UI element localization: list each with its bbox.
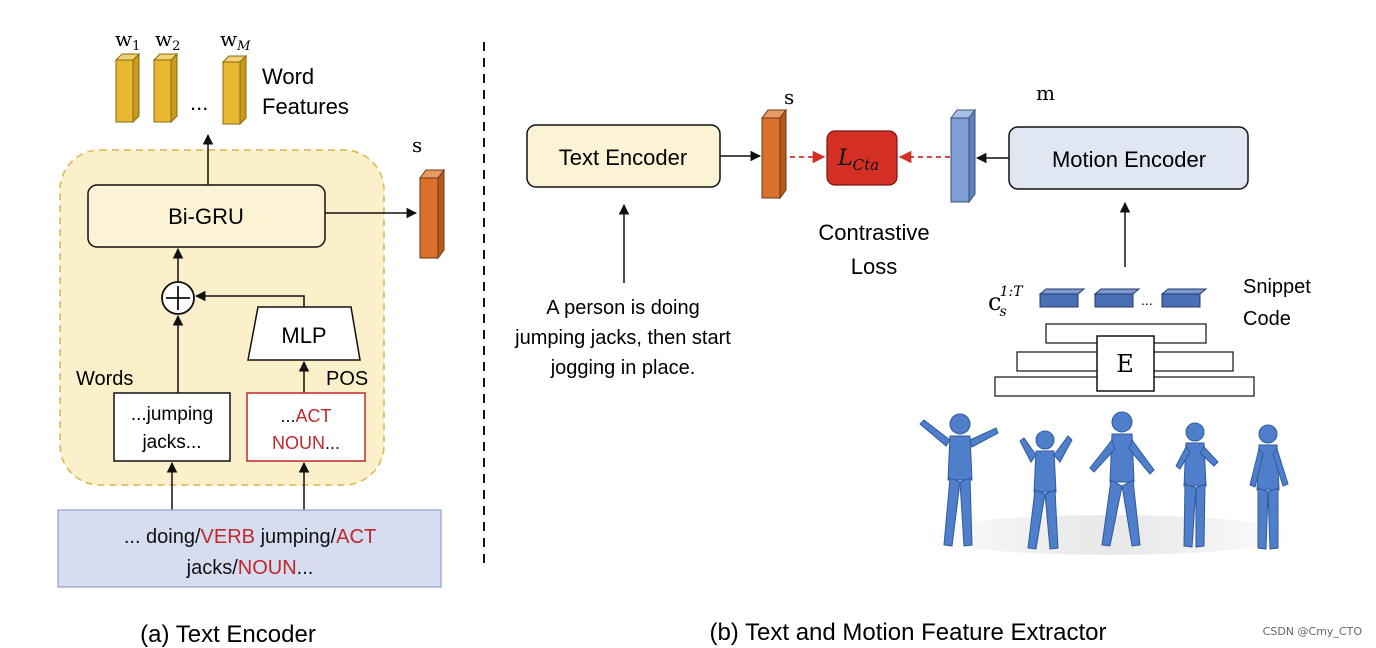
input-sentence-line2: jacks/NOUN... [186,557,314,579]
word-features-label-line1: Word [262,64,314,89]
snippet-token-3 [1160,288,1208,308]
words-box-line2: jacks... [141,432,201,453]
motion-encoder-label: Motion Encoder [1052,147,1206,172]
bigru-box [87,184,326,248]
loss-symbol: LCta [837,146,879,174]
words-box [113,392,231,462]
text-encoder-label: Text Encoder [559,145,687,170]
snippet-encoder-pyramid: E [994,323,1255,397]
mlp-label: MLP [281,323,326,348]
human-figure-1 [919,413,999,547]
snippet-token-1 [1038,288,1086,308]
contrastive-loss-label-line2: Loss [851,254,897,279]
watermark: CSDN @Cmy_CTO [1262,625,1362,638]
snippet-code-label-line1: Snippet [1243,276,1311,298]
sentence-line2: jumping jacks, then start [514,327,731,349]
sentence-line1: A person is doing [546,297,699,319]
pos-box [246,392,366,462]
contrastive-loss-box [826,130,898,186]
snippet-ellipsis: ... [1141,292,1153,308]
s-label-a: s [412,133,422,157]
words-label: Words [76,368,133,390]
pos-box-line2: NOUN... [272,433,340,453]
bigru-label: Bi-GRU [168,204,244,229]
word-feature-bar-m [221,54,248,126]
input-sentence-line1: ... doing/VERB jumping/ACT [124,526,376,548]
m-feature-bar [950,108,976,204]
word-ellipsis: ... [190,90,208,115]
panel-b-feature-extractor: Text Encoder s LCta Contrastive Loss m M… [514,81,1311,646]
s-label-b: s [784,85,794,109]
snippet-token-2 [1093,288,1141,308]
motion-sequence-figures [919,411,1295,555]
word-label-1: w1 [115,27,140,54]
snippet-code-label-line2: Code [1243,308,1291,330]
caption-b: (b) Text and Motion Feature Extractor [709,619,1106,646]
word-label-m: wM [220,27,251,54]
words-box-line1: ...jumping [131,404,213,425]
s-feature-bar-b [761,108,787,200]
contrastive-loss-label-line1: Contrastive [818,220,929,245]
snippet-code-tokens: ... [1038,288,1208,308]
human-figure-3 [1089,411,1155,547]
word-label-2: w2 [155,27,180,54]
pos-box-line1: ...ACT [280,406,331,426]
caption-a: (a) Text Encoder [140,621,316,648]
word-feature-bar-2 [152,52,179,124]
human-figure-2 [1019,430,1073,550]
snippet-encoder-box [1096,335,1155,392]
word-feature-bar-1 [114,52,141,124]
human-figure-4 [1175,422,1219,548]
m-label: m [1036,81,1055,105]
snippet-encoder-label: E [1116,350,1134,378]
snippet-symbol: cs1:T [988,284,1024,320]
human-figure-5 [1249,424,1289,550]
s-feature-bar-a [419,168,445,260]
input-sentence-box [57,509,442,588]
word-features-label-line2: Features [262,94,349,119]
pos-label: POS [326,368,368,390]
word-feature-bars [114,52,248,126]
panel-a-text-encoder: w1 w2 wM ... Word Features Bi-GRU s MLP … [57,27,445,648]
mlp-box [247,306,361,361]
arrow-mlp-to-sum [194,290,305,307]
sentence-line3: jogging in place. [550,357,696,379]
